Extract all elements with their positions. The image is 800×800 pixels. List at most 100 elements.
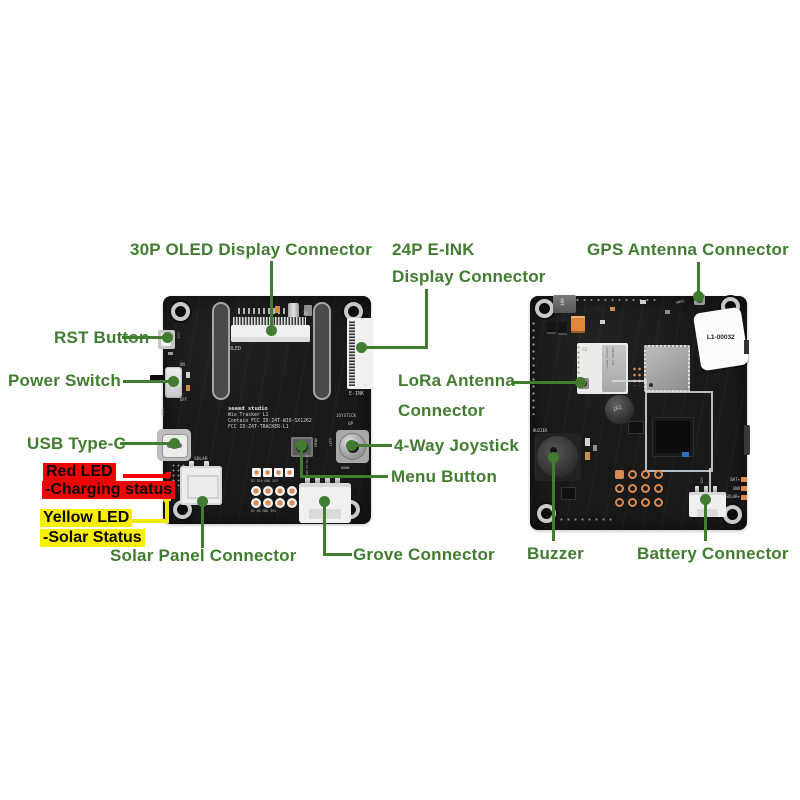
header-pad [285,468,294,477]
callout-line-joystick [354,444,392,447]
resistor [640,300,646,304]
header-pad [641,498,650,507]
silkscreen-usbc: USBC [161,408,165,417]
callout-label-grove: Grove Connector [353,545,495,564]
mcu-chip [652,417,694,457]
inductor-2r2: 2R2 [605,395,634,424]
silkscreen-pin30: 30 [303,311,308,316]
resistor [168,352,173,355]
silkscreen-product: Wio Tracker L1 [228,413,269,418]
callout-label-usb: USB Type-C [27,434,126,453]
capacitor [186,385,190,391]
header-pad [287,486,297,496]
header-pad [628,470,637,479]
callout-dot-yellow-led [163,496,170,503]
battery-pin [713,486,717,493]
board-back: GNSS L1-00032 100 CE seeed studio Wio-SX… [530,294,750,530]
header-pad [654,498,663,507]
callout-label-yellow-led-desc: -Solar Status [40,529,145,547]
solar-pin [204,461,209,470]
header-pad [654,470,663,479]
capacitor [275,306,280,313]
callout-dot-battery [700,494,711,505]
keepout-trace [612,380,647,382]
grove-pin [325,476,330,484]
grove-pin [315,476,320,484]
silkscreen-brand: seeed studio [228,406,268,412]
callout-label-menu: Menu Button [391,467,498,486]
mounting-hole [171,302,190,321]
capacitor [288,303,299,319]
side-component [744,425,750,455]
header-pad [263,468,272,477]
callout-line-oled [270,261,273,331]
keepout-trace [645,380,647,391]
silkscreen-pin24: 24 [363,383,368,387]
header-pad [641,484,650,493]
ic-chip [561,487,576,500]
capacitor [304,305,312,316]
header-pad [274,468,283,477]
callout-dot-usb [169,438,180,449]
header-pad [251,498,261,508]
header-pad [252,468,261,477]
callout-line-yellow-led-h [120,519,169,523]
callout-dot-red-led [164,472,171,479]
header-pad [263,498,273,508]
ic-chip [628,421,644,434]
castellated-edge [531,320,536,415]
capacitor [585,452,590,460]
silkscreen-fcc1: Contain FCC ID:Z4T-WIO-SX1262 [228,419,312,424]
silkscreen-rst: RST [177,332,181,339]
keepout-trace [709,468,711,492]
callout-label-buzzer: Buzzer [527,544,584,563]
lora-module-name: Wio-SX1262 [611,347,615,366]
battery-pin [704,486,708,493]
castellated-edge [558,517,613,522]
header-pad [287,498,297,508]
keepout-outline [645,391,713,472]
header-pad [628,484,637,493]
callout-dot-solar [197,496,208,507]
callout-line-eink-v [425,289,428,349]
callout-label-red-led: Red LED [43,463,116,481]
callout-label-oled: 30P OLED Display Connector [130,240,373,259]
lora-ce-mark: CE [582,348,588,353]
callout-line-buzzer [552,459,555,541]
silkscreen-solar: SOLAR [194,457,208,462]
sticker-text: L1-00032 [706,334,735,342]
silkscreen-down: DOWN [341,466,350,470]
callout-label-joystick: 4-Way Joystick [394,436,520,455]
callout-label-eink-1: 24P E-INK [392,240,475,259]
buzzer-hole [550,447,557,454]
orange-capacitor [571,316,585,333]
blue-component [682,452,689,457]
callout-label-rst: RST Button [54,328,150,347]
lora-module-shield [602,345,626,392]
callout-line-battery [704,501,707,541]
header-pad [275,498,285,508]
silkscreen-menu: MENU [314,438,318,447]
display-frame-bar [212,302,230,400]
callout-label-lora-2: Connector [398,401,485,420]
transistor [558,322,567,335]
silkscreen-buzzer: BUZZER [533,428,548,433]
header-pad [654,484,663,493]
callout-dot-menu [296,440,307,451]
silkscreen-bat: BAT [700,477,704,484]
gps-module [644,345,690,392]
smd-pad [741,477,747,482]
callout-label-yellow-led: Yellow LED [40,509,133,527]
side-component [744,340,749,354]
callout-line-power [123,380,172,383]
resistor [620,330,626,334]
silkscreen-header-mid: D3 D10 GND 3V3 [251,479,278,483]
battery-connector-notch [697,509,718,517]
callout-dot-rst [162,332,173,343]
callout-line-grove-v [323,505,326,556]
callout-line-rst [122,336,166,339]
silkscreen-bat-plus: BAT+ [730,477,740,482]
resistor [595,305,603,310]
oled-connector-pins [233,317,306,326]
